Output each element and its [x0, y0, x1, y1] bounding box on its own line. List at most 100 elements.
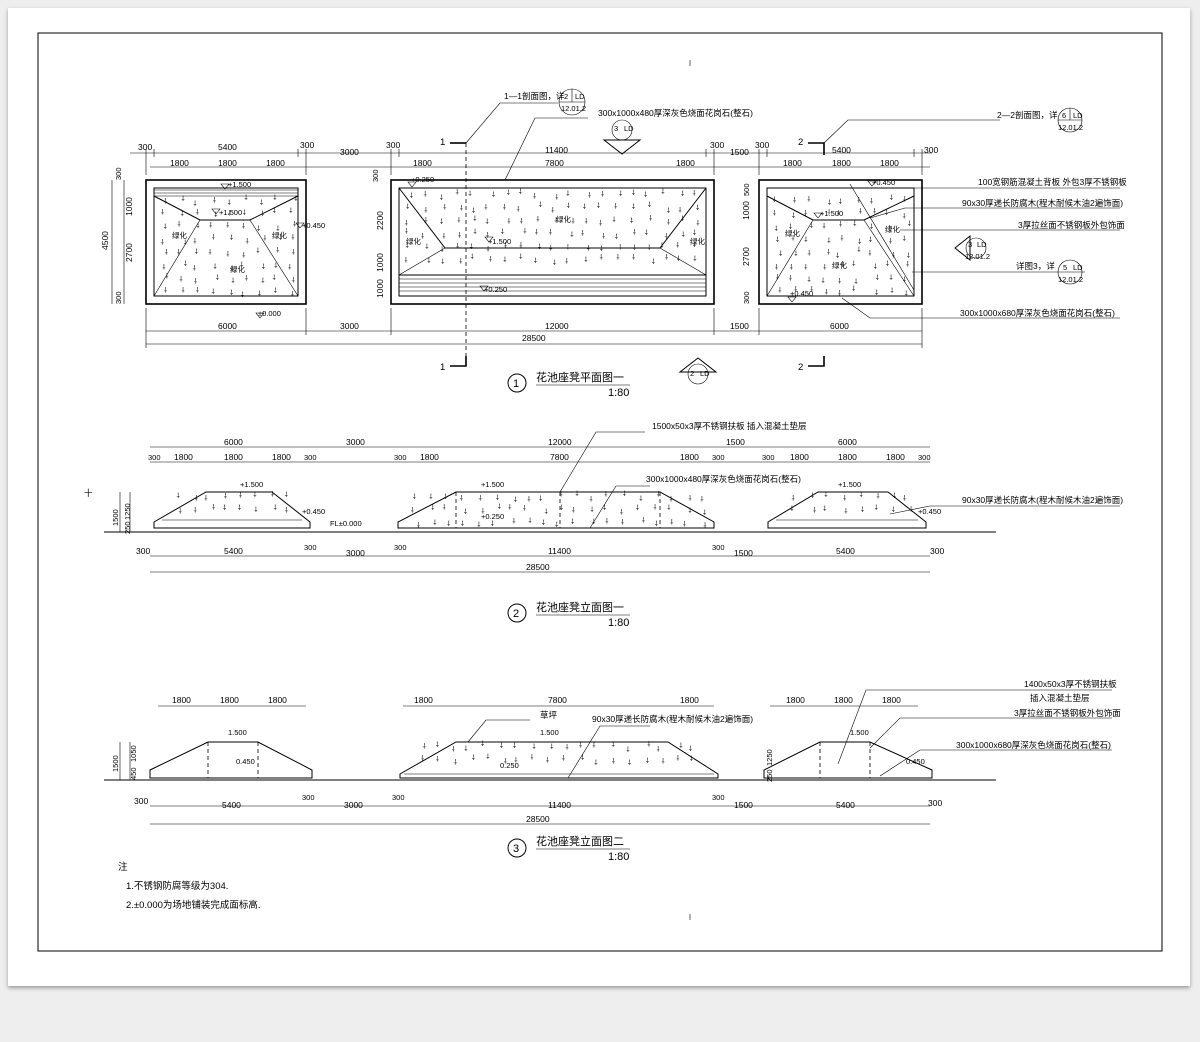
hatch-mark: ⸸: [484, 203, 487, 211]
hatch-mark: ⸸: [560, 504, 563, 512]
dim-text: 12000: [548, 437, 572, 447]
hatch-mark: ⸸: [292, 276, 295, 284]
hatch-mark: ⸸: [486, 231, 489, 239]
dim-text: 1800: [218, 158, 237, 168]
planting-label: 绿化: [272, 230, 287, 240]
planting-label: 绿化: [230, 264, 245, 274]
elevation-mark: +0.250: [481, 512, 504, 521]
hatch-mark: ⸸: [789, 275, 792, 283]
hatch-mark: ⸸: [859, 208, 862, 216]
dim-text: 6000: [224, 437, 243, 447]
view-title: 花池座凳平面图一: [536, 370, 624, 384]
dim-text: 1800: [838, 452, 857, 462]
hatch-mark: ⸸: [193, 265, 196, 273]
hatch-mark: ⸸: [165, 249, 168, 257]
hatch-mark: ⸸: [676, 754, 679, 762]
hatch-mark: ⸸: [632, 203, 635, 211]
dim-text: 1800: [266, 158, 285, 168]
elevation-mark: +1.500: [240, 480, 263, 489]
section-mark: 1: [440, 137, 445, 148]
hatch-mark: ⸸: [620, 509, 623, 517]
hatch-mark: ⸸: [648, 201, 651, 209]
dim-text: 7800: [545, 158, 564, 168]
view-scale: 1:80: [608, 851, 629, 863]
drawing-sheet: [8, 8, 1190, 986]
dim-text: 250: [123, 521, 132, 534]
hatch-mark: ⸸: [583, 203, 586, 211]
hatch-mark: ⸸: [538, 243, 541, 251]
dim-text: 2700: [124, 243, 134, 262]
dim-text: 11400: [548, 546, 571, 556]
dim-text: 1050: [129, 745, 138, 762]
hatch-mark: ⸸: [276, 225, 279, 233]
hatch-mark: ⸸: [262, 263, 265, 271]
hatch-mark: ⸸: [909, 505, 912, 513]
hatch-mark: ⸸: [194, 507, 197, 515]
hatch-mark: ⸸: [875, 504, 878, 512]
hatch-mark: ⸸: [208, 249, 211, 257]
dim-text: 300: [928, 798, 942, 808]
hatch-mark: ⸸: [410, 192, 413, 200]
dim-text: 1800: [786, 695, 805, 705]
hatch-mark: ⸸: [273, 274, 276, 282]
hatch-mark: ⸸: [261, 210, 264, 218]
hatch-mark: ⸸: [549, 228, 552, 236]
hatch-mark: ⸸: [791, 234, 794, 242]
dim-text: 1250: [765, 749, 774, 766]
callout-note: 详图3，详: [1016, 261, 1055, 271]
hatch-mark: ⸸: [241, 291, 244, 299]
hatch-mark: ⸸: [566, 190, 569, 198]
hatch-mark: ⸸: [458, 232, 461, 240]
dim-text: 300: [712, 453, 725, 462]
hatch-mark: ⸸: [477, 521, 480, 529]
hatch-mark: ⸸: [193, 200, 196, 208]
hatch-mark: ⸸: [528, 517, 531, 525]
dim-text: 300: [394, 543, 407, 552]
hatch-mark: ⸸: [828, 199, 831, 207]
hatch-mark: ⸸: [212, 504, 215, 512]
hatch-mark: ⸸: [226, 251, 229, 259]
hatch-mark: ⸸: [869, 236, 872, 244]
hatch-mark: ⸸: [424, 190, 427, 198]
hatch-mark: ⸸: [587, 245, 590, 253]
hatch-mark: ⸸: [615, 233, 618, 241]
hatch-mark: ⸸: [226, 221, 229, 229]
hatch-mark: ⸸: [554, 217, 557, 225]
hatch-mark: ⸸: [790, 505, 793, 513]
dim-text: 1800: [680, 695, 699, 705]
ref-text: 12.01.2: [1058, 275, 1083, 284]
hatch-mark: ⸸: [263, 235, 266, 243]
hatch-mark: ⸸: [421, 755, 424, 763]
hatch-mark: ⸸: [273, 207, 276, 215]
hatch-mark: ⸸: [889, 238, 892, 246]
hatch-mark: ⸸: [498, 503, 501, 511]
hatch-mark: ⸸: [504, 758, 507, 766]
hatch-mark: ⸸: [676, 242, 679, 250]
hatch-mark: ⸸: [504, 242, 507, 250]
ref-text: LD: [575, 92, 585, 101]
hatch-mark: ⸸: [461, 520, 464, 528]
dim-text: 300: [712, 793, 725, 802]
hatch-mark: ⸸: [288, 264, 291, 272]
dim-text: 1800: [268, 695, 287, 705]
ref-text: LD: [624, 124, 634, 133]
hatch-mark: ⸸: [245, 275, 248, 283]
dim-text: 300: [755, 140, 769, 150]
hatch-mark: ⸸: [532, 743, 535, 751]
hatch-mark: ⸸: [423, 743, 426, 751]
hatch-mark: ⸸: [690, 755, 693, 763]
dim-text: 5400: [218, 142, 237, 152]
hatch-mark: ⸸: [243, 209, 246, 217]
section-mark: 2: [798, 137, 803, 148]
dim-text: 1800: [172, 695, 191, 705]
hatch-mark: ⸸: [492, 191, 495, 199]
callout-note: 300x1000x480厚深灰色烧面花岗石(整石): [646, 474, 801, 484]
hatch-mark: ⸸: [619, 244, 622, 252]
dim-text: 5400: [836, 800, 855, 810]
hatch-mark: ⸸: [773, 196, 776, 204]
hatch-mark: ⸸: [584, 256, 587, 264]
hatch-mark: ⸸: [519, 253, 522, 261]
dim-text: 300: [138, 142, 152, 152]
hatch-mark: ⸸: [424, 206, 427, 214]
